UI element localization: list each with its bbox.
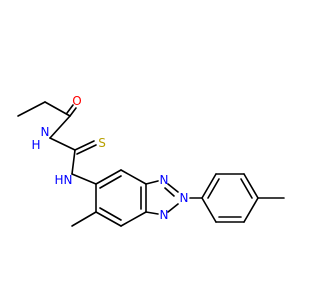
- molecule-diagram: O N H S N H N N N: [17, 94, 285, 227]
- bond-c-o-double-2: [66, 104, 74, 114]
- bond-ring-4: [120, 211, 147, 227]
- bond-tol-3: [243, 173, 259, 199]
- bond-ring-5b: [99, 207, 122, 221]
- atom-label-n3: N: [160, 208, 169, 222]
- atom-label-o: O: [72, 94, 81, 108]
- atom-label-s: S: [98, 136, 106, 150]
- bond-tri-4: [167, 203, 179, 213]
- bond-ch3-ch2: [17, 101, 46, 117]
- bond-ch2-c-carbonyl: [44, 101, 71, 117]
- atom-label-nh2-n: N: [64, 173, 73, 187]
- atom-label-nh1-n: N: [41, 125, 50, 139]
- bond-tol-4: [243, 197, 259, 223]
- structure-canvas: O N H S N H N N N: [17, 94, 285, 227]
- bond-ring-1b: [99, 175, 122, 189]
- bond-c-o-double-1: [69, 107, 77, 117]
- bond-c-nh2: [71, 149, 76, 175]
- bond-tol-1: [201, 173, 217, 199]
- bond-tol-6: [201, 197, 217, 223]
- bond-tri-2: [145, 211, 159, 215]
- bond-ring-1: [95, 169, 122, 185]
- bond-methyl-ring: [71, 211, 97, 227]
- bond-tol-1b: [207, 178, 220, 199]
- bond-c-s-double-1: [74, 140, 95, 151]
- bond-c-s-double-2: [76, 144, 97, 155]
- bond-tri-1: [145, 180, 159, 185]
- bond-tri-3b: [164, 187, 175, 197]
- atom-label-nh1-h: H: [31, 138, 40, 152]
- bond-nh2-ring: [71, 173, 97, 185]
- bond-tri-3: [167, 183, 179, 193]
- bond-ring-5: [95, 211, 122, 227]
- atom-label-n1: N: [160, 173, 169, 187]
- bond-nh1-c-thio: [49, 137, 76, 151]
- bond-tol-3b: [240, 178, 253, 199]
- atom-label-nh2-h: H: [54, 173, 63, 187]
- atom-label-n2: N: [180, 191, 189, 205]
- bond-ring-2: [120, 169, 147, 185]
- bond-c-nh1: [49, 115, 71, 139]
